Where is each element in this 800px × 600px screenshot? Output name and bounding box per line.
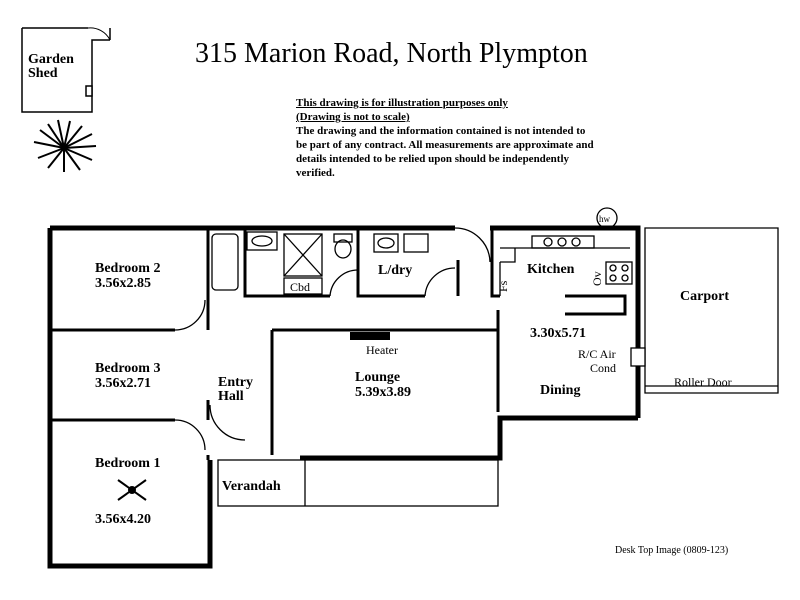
entry-label-1: Entry (218, 375, 253, 390)
verandah (217, 459, 499, 507)
heater-unit (350, 332, 390, 340)
carport-label: Carport (680, 289, 729, 304)
entry-label-2: Hall (218, 389, 244, 404)
lounge-name: Lounge (355, 370, 400, 385)
aircon-label-1: R/C Air (578, 347, 616, 361)
shower (283, 233, 323, 277)
toilet (334, 239, 352, 259)
kitchen-label: Kitchen (527, 262, 575, 277)
aircon-label-2: Cond (590, 361, 616, 375)
footer-code: Desk Top Image (0809-123) (615, 545, 728, 556)
bedroom1-name: Bedroom 1 (95, 456, 160, 471)
garden-shed (21, 27, 111, 113)
aircon-unit (630, 347, 646, 367)
hot-water-icon (596, 207, 618, 229)
interior-walls (50, 228, 640, 460)
disclaimer-line2: (Drawing is not to scale) (296, 111, 410, 123)
doors (174, 227, 491, 451)
disclaimer: This drawing is for illustration purpose… (296, 96, 596, 180)
bedroom3-dim: 3.56x2.71 (95, 376, 151, 391)
plant-icon (33, 119, 97, 172)
shed-label-1: Garden (28, 52, 74, 67)
bedroom1-dim: 3.56x4.20 (95, 512, 151, 527)
cupboard-label: Cbd (290, 280, 310, 294)
shed-label-2: Shed (28, 66, 58, 81)
bedroom2-dim: 3.56x2.85 (95, 276, 151, 291)
verandah-label: Verandah (222, 479, 281, 494)
kitchen-dim: 3.30x5.71 (530, 326, 586, 341)
bedroom3-name: Bedroom 3 (95, 361, 160, 376)
roller-door-label: Roller Door (674, 375, 732, 389)
laundry-label: L/dry (378, 263, 412, 278)
carport (644, 227, 779, 394)
disclaimer-line1: This drawing is for illustration purpose… (296, 97, 508, 109)
oven-label: Ov (590, 271, 604, 286)
disclaimer-body: The drawing and the information containe… (296, 125, 594, 179)
dining-label: Dining (540, 383, 580, 398)
hot-water-label: hw (599, 214, 611, 224)
page-title: 315 Marion Road, North Plympton (195, 38, 588, 69)
bedroom2-name: Bedroom 2 (95, 261, 160, 276)
fridge-space-label: Fs (496, 280, 510, 292)
bath-fixtures (211, 231, 429, 295)
bathtub (211, 233, 239, 291)
lounge-dim: 5.39x3.89 (355, 385, 411, 400)
kitchen-fixtures (499, 207, 633, 296)
heater-label: Heater (366, 343, 398, 357)
ceiling-fan-icon (117, 479, 147, 501)
